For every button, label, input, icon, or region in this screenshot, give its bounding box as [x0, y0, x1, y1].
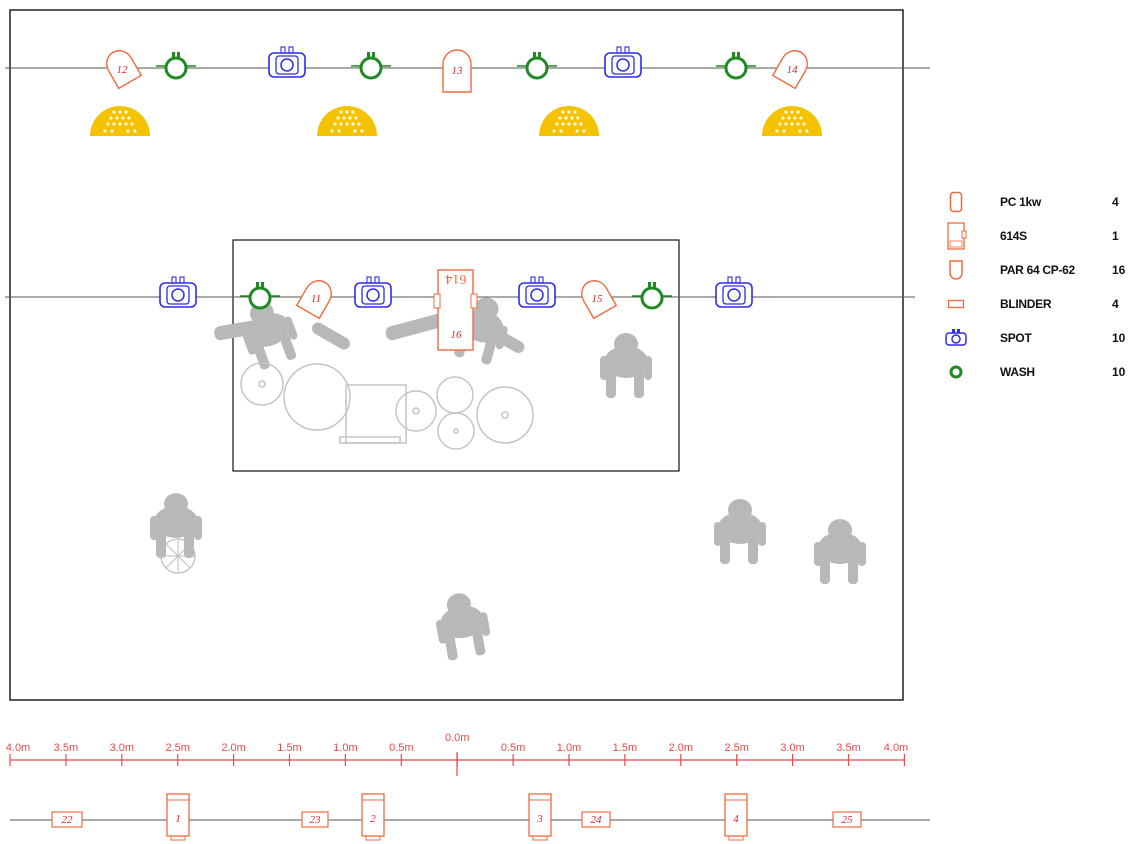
- fixture-label-13: 13: [452, 65, 464, 77]
- blinder-fixture[interactable]: [762, 106, 822, 136]
- fixture-label-25: 25: [842, 814, 854, 826]
- scale-label: 2.0m: [669, 742, 693, 754]
- par-fixture-13[interactable]: [442, 49, 472, 93]
- blinder-box-22[interactable]: [51, 811, 83, 828]
- blinder-fixture[interactable]: [90, 106, 150, 136]
- spot-icon: [940, 325, 972, 351]
- legend-name: SPOT: [1000, 331, 1032, 345]
- legend-name: BLINDER: [1000, 297, 1052, 311]
- wash-fixture[interactable]: [349, 50, 393, 80]
- blinder-fixture[interactable]: [317, 106, 377, 136]
- scale-label: 1.0m: [333, 742, 357, 754]
- fixture-label-24: 24: [591, 814, 603, 826]
- 614s-fixture-16[interactable]: [433, 269, 478, 351]
- scale-label: 3.5m: [54, 742, 78, 754]
- performer-figure: [431, 588, 494, 662]
- drum-riser: [232, 239, 680, 472]
- spot-fixture[interactable]: [268, 46, 306, 78]
- scale-label: 2.5m: [724, 742, 748, 754]
- blinder-box-24[interactable]: [581, 811, 611, 828]
- legend-name: 614S: [1000, 229, 1027, 243]
- blinder-box-23[interactable]: [301, 811, 329, 828]
- spot-fixture[interactable]: [159, 276, 197, 308]
- drum-kit: [240, 362, 534, 450]
- wash-fixture[interactable]: [515, 50, 559, 80]
- scale-label: 4.0m: [884, 742, 908, 754]
- par64-icon: [940, 257, 972, 283]
- legend-row-wash: WASH 10: [940, 355, 1145, 389]
- scale-label: 2.0m: [221, 742, 245, 754]
- blinder-box-25[interactable]: [832, 811, 862, 828]
- legend-row-blinder: BLINDER 4: [940, 287, 1145, 321]
- wash-fixture[interactable]: [630, 280, 674, 310]
- wash-fixture[interactable]: [714, 50, 758, 80]
- scale-label: 2.5m: [165, 742, 189, 754]
- fixture-label-3: 3: [536, 813, 543, 825]
- legend-count: 10: [1112, 331, 1126, 345]
- performer-figure: [714, 499, 766, 564]
- 614s-icon: [940, 222, 972, 250]
- fixture-label-4: 4: [733, 813, 739, 825]
- fixture-label-11: 11: [311, 293, 321, 305]
- wash-icon: [940, 359, 972, 385]
- blinder-icon: [940, 291, 972, 317]
- drummer-arm: [491, 329, 525, 353]
- drummer-arm: [385, 313, 445, 341]
- legend-count: 4: [1112, 297, 1119, 311]
- fixture-label-2: 2: [370, 813, 376, 825]
- spot-fixture[interactable]: [354, 276, 392, 308]
- fixture-label-12: 12: [117, 64, 129, 76]
- scale-label: 4.0m: [6, 742, 30, 754]
- fixture-label-15: 15: [592, 293, 604, 305]
- scale-label: 1.0m: [557, 742, 581, 754]
- scale-label: 1.5m: [277, 742, 301, 754]
- legend-count: 10: [1112, 365, 1126, 379]
- fixture-label-23: 23: [310, 814, 322, 826]
- legend-row-614s: 614S 1: [940, 219, 1145, 253]
- blinder-fixture[interactable]: [539, 106, 599, 136]
- pc-icon: [940, 189, 972, 215]
- legend-count: 1: [1112, 229, 1119, 243]
- legend-row-pc: PC 1kw 4: [940, 185, 1145, 219]
- legend-name: PC 1kw: [1000, 195, 1041, 209]
- fixture-label-14: 14: [787, 64, 799, 76]
- spot-fixture[interactable]: [518, 276, 556, 308]
- spot-fixture[interactable]: [604, 46, 642, 78]
- performer-figure: [150, 493, 202, 558]
- wash-fixture[interactable]: [238, 280, 282, 310]
- legend-count: 16: [1112, 263, 1126, 277]
- fixture-label-16: 16: [451, 329, 463, 341]
- fixture-label-22: 22: [62, 814, 74, 826]
- 614s-top-label: 614: [446, 271, 467, 286]
- spot-fixture[interactable]: [715, 276, 753, 308]
- performer-arm: [214, 317, 274, 341]
- legend-row-spot: SPOT 10: [940, 321, 1145, 355]
- scale-label: 3.0m: [780, 742, 804, 754]
- legend-row-par64: PAR 64 CP-62 16: [940, 253, 1145, 287]
- performer-arm: [312, 322, 350, 350]
- legend-name: WASH: [1000, 365, 1035, 379]
- performer-figure: [814, 519, 866, 584]
- scale-bar: 4.0m 3.5m 3.0m 2.5m 2.0m 1.5m 1.0m 0.5m 0.0m 0.5m…: [6, 732, 908, 776]
- scale-label: 0.5m: [389, 742, 413, 754]
- legend-name: PAR 64 CP-62: [1000, 263, 1075, 277]
- stage-outline: [9, 9, 904, 701]
- scale-label: 1.5m: [613, 742, 637, 754]
- fixture-label-1: 1: [175, 813, 181, 825]
- scale-label: 0.0m: [445, 732, 469, 744]
- fixture-legend: PC 1kw 4 614S 1 PAR 64 CP-62 16 BLINDER …: [940, 185, 1145, 389]
- legend-count: 4: [1112, 195, 1119, 209]
- wash-fixture[interactable]: [154, 50, 198, 80]
- scale-label: 3.0m: [110, 742, 134, 754]
- scale-label: 3.5m: [836, 742, 860, 754]
- performer-figure: [600, 333, 652, 398]
- mic-stand-icon: [160, 538, 196, 574]
- scale-label: 0.5m: [501, 742, 525, 754]
